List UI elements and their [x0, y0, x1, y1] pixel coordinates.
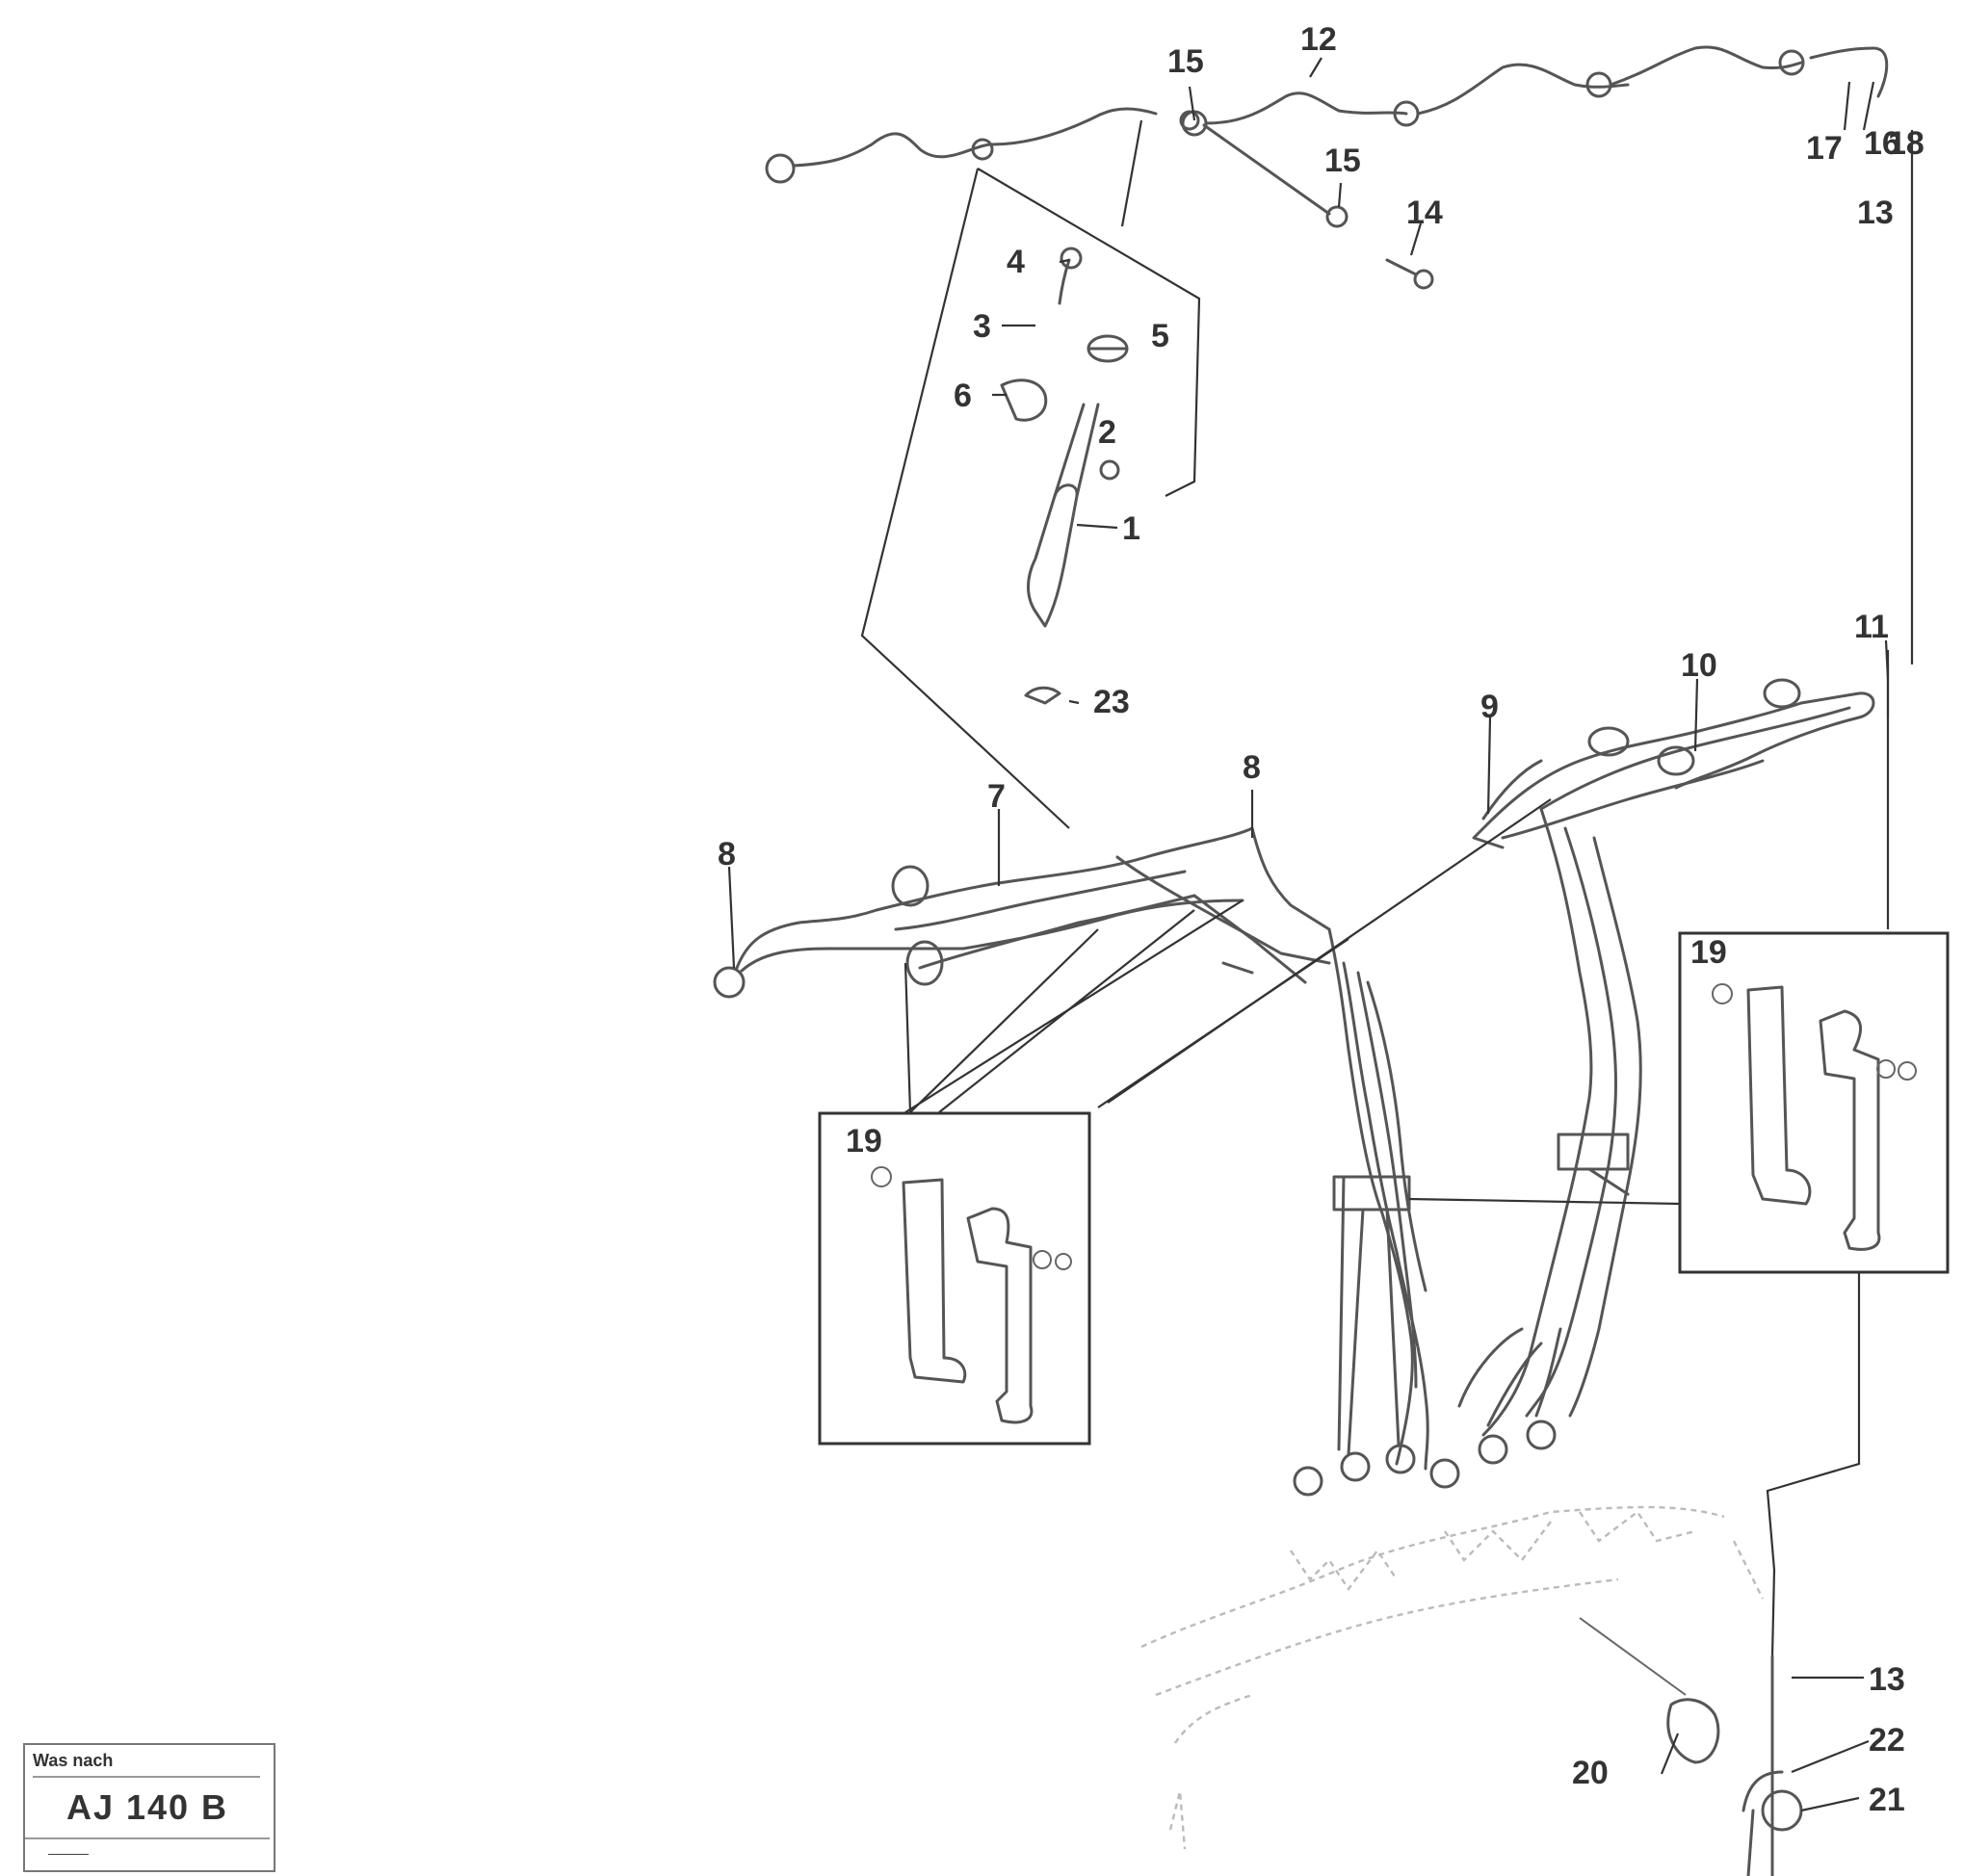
callout-leaders — [727, 57, 1890, 1812]
detail-box-left — [818, 1111, 1091, 1446]
return-pipe-icon — [765, 45, 1889, 290]
callout-21: 21 — [1869, 1782, 1905, 1818]
callout-22: 22 — [1869, 1722, 1905, 1759]
callout-15-mid: 15 — [1324, 143, 1361, 179]
callout-18: 18 — [1888, 125, 1925, 162]
injection-pipes-main — [1293, 927, 1429, 1497]
callout-20: 20 — [1572, 1755, 1609, 1791]
delivery-valve-fitting — [1579, 1617, 1803, 1876]
callout-7: 7 — [987, 778, 1006, 815]
clamp-bracket-icon — [871, 1166, 1072, 1424]
injection-pipes-right — [1429, 678, 1875, 1489]
callout-13-bottom: 13 — [1869, 1661, 1905, 1698]
callout-11: 11 — [1854, 609, 1889, 645]
callout-10: 10 — [1681, 647, 1717, 684]
callout-19-left: 19 — [846, 1123, 882, 1159]
injection-pipes-left — [713, 826, 1331, 999]
fuel-injection-pump-icon — [1140, 1505, 1765, 1850]
callout-5: 5 — [1151, 318, 1169, 354]
callout-19-right: 19 — [1690, 934, 1727, 971]
clamp-bracket-icon — [1712, 983, 1917, 1251]
callout-23: 23 — [1093, 684, 1130, 720]
callout-6: 6 — [954, 378, 972, 414]
callout-2: 2 — [1098, 414, 1116, 451]
stamp-code: AJ 140 B — [25, 1778, 270, 1839]
detail-box-right — [1678, 931, 1950, 1274]
callout-9: 9 — [1480, 689, 1499, 725]
callout-16: 16 — [1864, 125, 1900, 162]
callout-8-center: 8 — [1243, 749, 1261, 786]
callout-8-left: 8 — [718, 836, 736, 873]
callout-15-top: 15 — [1167, 43, 1204, 80]
stamp-header: Was nach — [33, 1751, 260, 1778]
callout-13-top: 13 — [1857, 195, 1894, 231]
callout-3: 3 — [973, 308, 991, 345]
reference-stamp: Was nach AJ 140 B ——— — [23, 1743, 275, 1872]
callout-1: 1 — [1122, 510, 1140, 547]
stamp-footer: ——— — [48, 1845, 89, 1861]
callout-12: 12 — [1300, 21, 1337, 58]
callout-17: 17 — [1806, 130, 1843, 167]
injector-icon — [1000, 247, 1129, 705]
callout-14: 14 — [1406, 195, 1443, 231]
callout-4: 4 — [1007, 244, 1025, 280]
